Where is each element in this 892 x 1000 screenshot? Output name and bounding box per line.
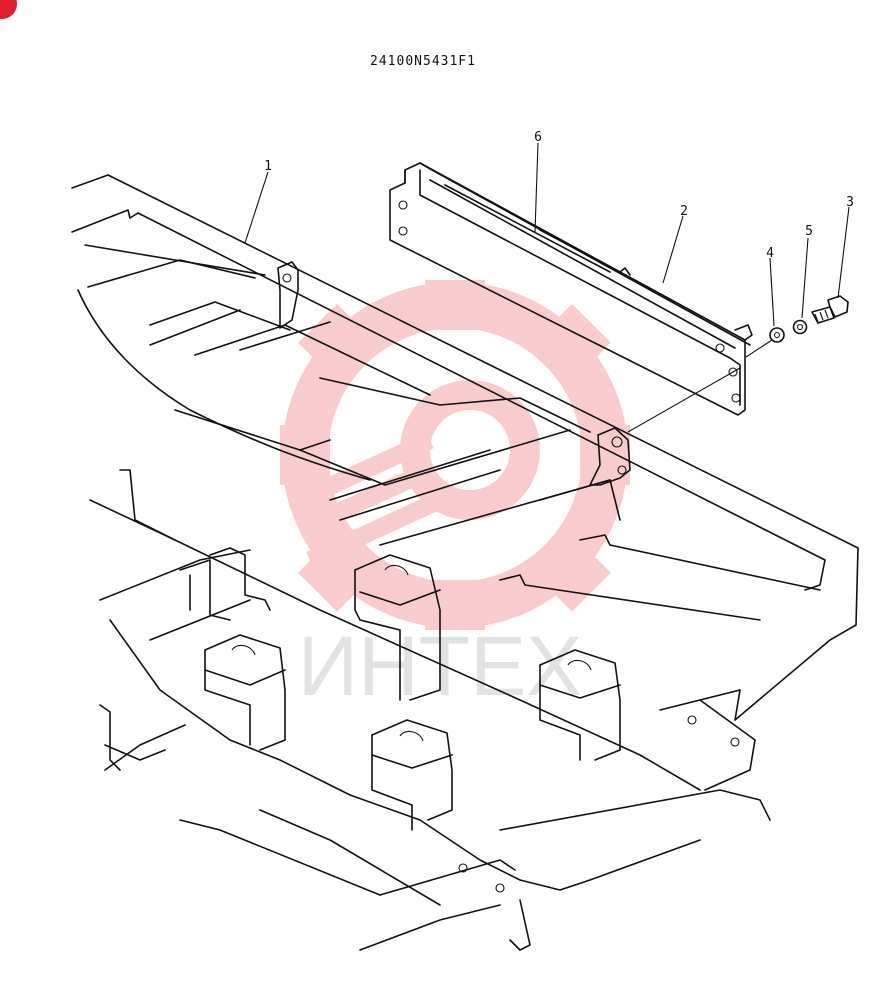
part-code: 24100N5431F1 [370,54,476,69]
screw [811,295,849,324]
mounting-posts [204,554,621,831]
watermark-gear-icon [280,280,630,630]
callout-2: 2 [680,204,688,219]
callout-4: 4 [766,246,774,261]
washer-split [792,319,808,335]
callout-1: 1 [264,159,272,174]
callout-5: 5 [805,224,813,239]
leader-lines [244,142,850,433]
frame-brackets [277,261,631,486]
washer-flat [769,327,785,343]
callout-3: 3 [846,195,854,210]
corner-badge-icon [0,0,17,19]
callout-6: 6 [534,130,542,145]
channel-bar [389,162,753,416]
